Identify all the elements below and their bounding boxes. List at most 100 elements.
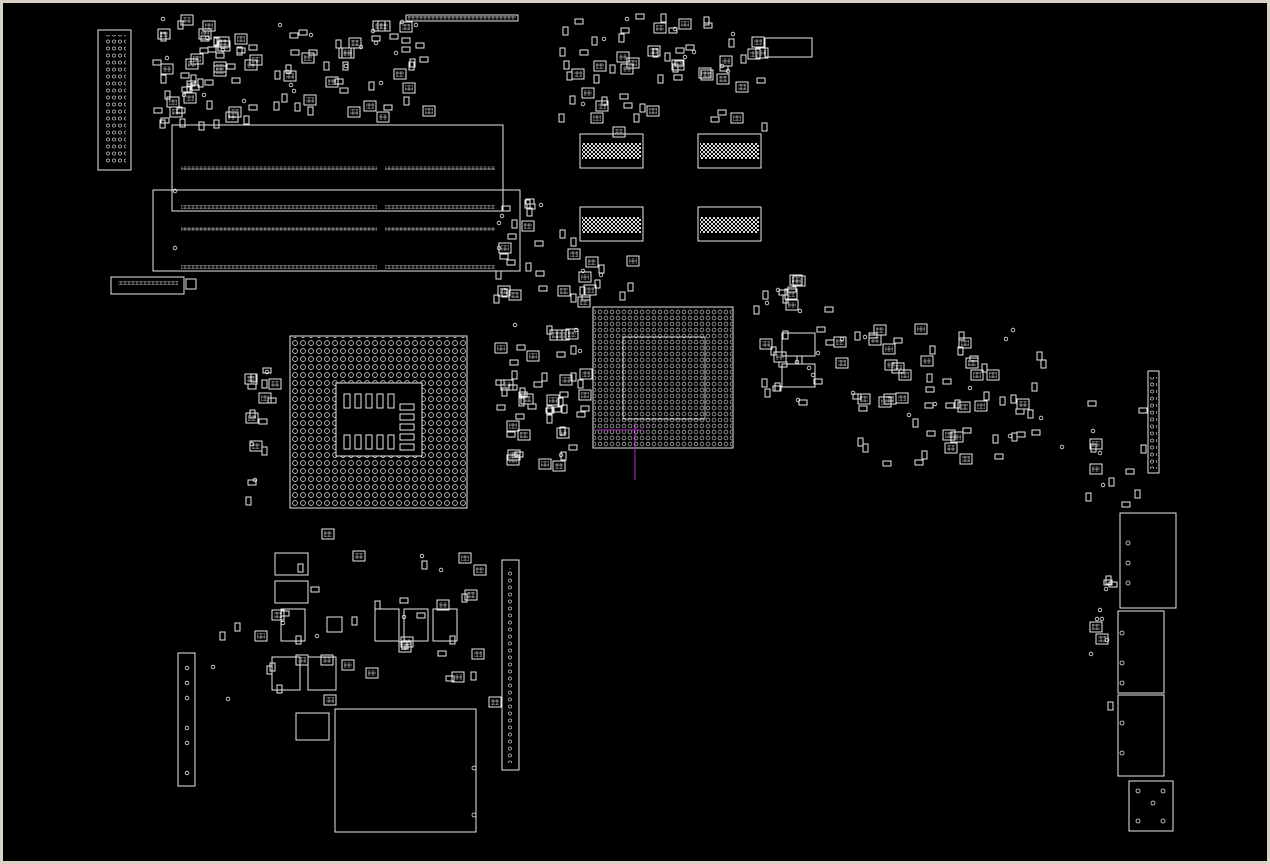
smd-component-pads [274, 612, 282, 618]
smd-pad [470, 671, 477, 681]
smd-component-pads [467, 592, 475, 598]
gddr-chip-1[interactable] [579, 133, 644, 169]
smd-pad [294, 102, 301, 112]
vertical-connector-center[interactable] [501, 559, 520, 771]
smd-pad [868, 332, 878, 339]
usb-port-middle[interactable] [1117, 610, 1165, 694]
smd-pad [942, 378, 952, 385]
smd-pad [289, 32, 299, 39]
via [1097, 450, 1103, 456]
sodimm-slot-lower[interactable] [152, 188, 521, 272]
power-jack[interactable] [1128, 780, 1174, 832]
smd-pad [1015, 408, 1025, 415]
smd-component [546, 394, 560, 406]
smd-component-pads [701, 70, 709, 76]
smd-component [944, 442, 958, 454]
smd-component-pads [894, 365, 902, 371]
smd-pad [778, 289, 788, 296]
smd-component-pads [326, 697, 334, 703]
usb-port-upper[interactable] [1119, 512, 1177, 609]
smd-component [559, 374, 573, 386]
gddr-chip-3[interactable] [579, 206, 644, 242]
smd-component [835, 357, 849, 369]
via [438, 567, 444, 573]
smd-pad [190, 74, 197, 84]
via [580, 101, 586, 107]
smd-pad [570, 293, 577, 303]
smd-component [1095, 633, 1109, 645]
smd-pad [673, 74, 683, 81]
smd-component [295, 654, 309, 666]
smd-pad [276, 684, 283, 694]
usb-port-lower[interactable] [1117, 694, 1165, 777]
smd-component-pads [183, 17, 191, 23]
smd-pad [290, 49, 300, 56]
sodimm-slot-upper[interactable] [171, 124, 504, 212]
smd-component-pads [584, 90, 592, 96]
smd-pad [1085, 492, 1092, 502]
cpu-bga-socket[interactable] [289, 335, 468, 509]
smd-pad [496, 404, 506, 411]
smd-component [1089, 463, 1103, 475]
via [538, 202, 544, 208]
smd-component-pads [681, 21, 689, 27]
smd-component-pads [961, 340, 969, 346]
top-right-connector[interactable] [764, 37, 813, 58]
smd-component-pads [629, 60, 637, 66]
right-vertical-connector[interactable] [1147, 370, 1160, 474]
via [512, 322, 518, 328]
smd-component-pads [719, 76, 727, 82]
smd-component [833, 336, 847, 348]
smd-component-pads [247, 376, 255, 382]
smd-component-pads [257, 633, 265, 639]
via [1099, 616, 1105, 622]
pcb-layout[interactable] [3, 3, 1267, 861]
smd-pad [761, 378, 768, 388]
smd-component-pads [160, 31, 168, 37]
smd-component-pads [945, 432, 953, 438]
smd-component-pads [520, 432, 528, 438]
gpu-bga-package[interactable] [592, 306, 734, 480]
top-header-strip[interactable] [405, 14, 519, 22]
smd-component [784, 288, 798, 300]
mosfet-group[interactable] [271, 552, 458, 741]
smd-pad [374, 600, 381, 610]
smd-component [180, 14, 194, 26]
smd-pad [912, 418, 919, 428]
smd-component-pads [619, 54, 627, 60]
smd-component [183, 92, 197, 104]
smd-component-pads [380, 23, 388, 29]
smd-component-pads [656, 25, 664, 31]
smd-component-pads [324, 531, 332, 537]
gddr-chip-2[interactable] [697, 133, 762, 169]
smd-component-pads [629, 258, 637, 264]
small-connector-left[interactable] [110, 276, 197, 295]
smd-pad [782, 330, 789, 340]
smd-pad [719, 65, 729, 72]
smd-pad [401, 46, 411, 53]
smd-component [488, 696, 502, 708]
io-connector-left[interactable] [177, 652, 196, 787]
smd-component [498, 242, 512, 254]
smd-pad [545, 407, 555, 414]
gddr-chip-4[interactable] [697, 206, 762, 242]
smd-pad [559, 47, 566, 57]
smd-pad [1107, 701, 1114, 711]
smd-component-pads [351, 40, 359, 46]
via [241, 98, 247, 104]
smd-component [950, 431, 964, 443]
smd-pad [247, 383, 257, 390]
smd-component-pads [350, 109, 358, 115]
smd-component-pads [344, 50, 352, 56]
large-module-outline[interactable] [334, 708, 477, 833]
smd-component-pads [582, 371, 590, 377]
smd-pad [501, 205, 511, 212]
smd-component [169, 106, 183, 118]
smd-component-pads [923, 358, 931, 364]
mid-right-chips[interactable] [781, 332, 816, 388]
left-edge-connector[interactable] [97, 29, 132, 171]
smd-component [626, 57, 640, 69]
smd-pad [619, 291, 626, 301]
smd-pad [1121, 501, 1131, 508]
